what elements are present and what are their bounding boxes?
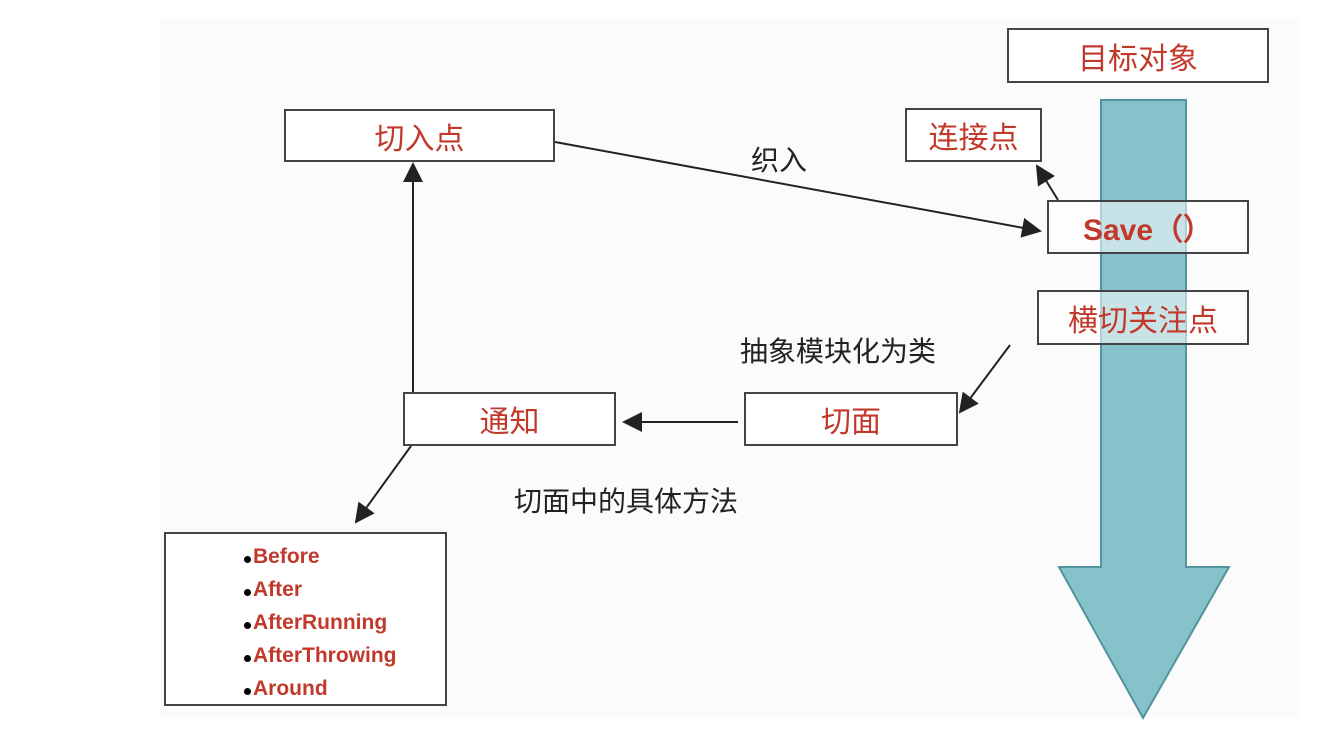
aspect-methods-label: 切面中的具体方法 [514,485,739,518]
advice-label: 通知 [479,405,540,440]
advice-type-label: After [253,577,303,601]
joinpoint-node: 连接点 [905,108,1042,162]
advice-type-item: AfterRunning [244,606,445,639]
bullet-icon [244,556,251,563]
advice-type-label: AfterRunning [253,610,388,634]
bullet-icon [244,589,251,596]
advice-type-item: After [244,573,445,606]
crosscut-to-aspect-connector [958,344,1011,414]
target-object-node: 目标对象 [1007,28,1269,83]
advice-to-list-connector [354,445,412,524]
bullet-icon [244,655,251,662]
save-method-node: Save（） [1047,200,1249,254]
advice-type-item: Before [244,540,445,573]
joinpoint-label: 连接点 [928,121,1019,156]
abstract-to-class-label: 抽象模块化为类 [740,335,937,368]
advice-type-label: Around [253,676,328,700]
bullet-icon [244,622,251,629]
save-to-joinpoint-connector [1035,164,1059,201]
pointcut-label: 切入点 [374,121,465,157]
aspect-node: 切面 [744,392,958,446]
save-method-label: Save（） [1082,214,1214,247]
crosscutting-concern-label: 横切关注点 [1068,303,1218,339]
weave-label: 织入 [751,144,808,177]
advice-node: 通知 [403,392,616,446]
advice-type-item: Around [244,672,445,705]
advice-type-label: Before [253,544,320,568]
pointcut-node: 切入点 [284,109,555,162]
aspect-label: 切面 [821,405,881,440]
target-object-label: 目标对象 [1078,41,1198,77]
crosscutting-concern-node: 横切关注点 [1037,290,1249,345]
advice-type-item: AfterThrowing [244,639,445,672]
target-flow-arrow [1057,99,1231,721]
advice-types-list: Before After AfterRunning AfterThrowing … [164,532,447,706]
weave-connector [554,141,1042,238]
advice-type-label: AfterThrowing [253,643,397,667]
bullet-icon [244,688,251,695]
